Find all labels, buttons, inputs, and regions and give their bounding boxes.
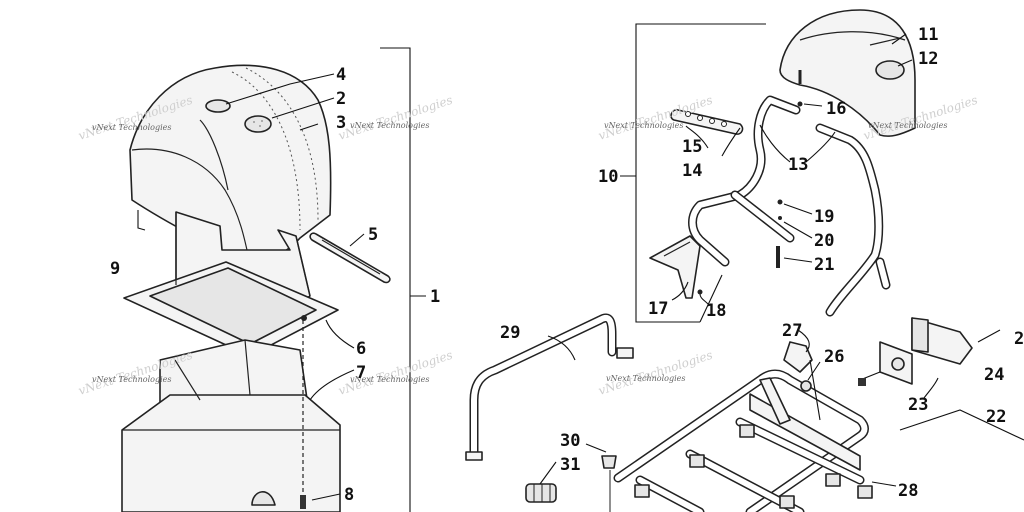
side-bracket	[649, 235, 701, 299]
tail-light	[858, 317, 973, 386]
callout-20: 20	[814, 231, 834, 251]
svg-text:vNext Technologies: vNext Technologies	[92, 123, 171, 132]
callout-31: 31	[560, 455, 580, 475]
callout-4: 4	[336, 65, 346, 85]
callout-23: 23	[908, 395, 928, 415]
callout-15: 15	[682, 137, 702, 157]
callout-19: 19	[814, 207, 834, 227]
backrest-pad	[779, 9, 916, 137]
seat-base	[123, 211, 339, 357]
callout-16: 16	[826, 99, 846, 119]
callout-5: 5	[368, 225, 378, 245]
callout-1: 1	[430, 287, 440, 307]
callout-10: 10	[598, 167, 618, 187]
leader-lines	[225, 33, 939, 501]
callout-12: 12	[918, 49, 938, 69]
callout-17: 17	[648, 299, 668, 319]
bolt-8	[300, 320, 306, 509]
callout-27: 27	[782, 321, 802, 341]
svg-text:vNext Technologies: vNext Technologies	[604, 121, 683, 130]
storage-box	[121, 339, 341, 512]
callout-18: 18	[706, 301, 726, 321]
callout-25: 2	[1014, 329, 1024, 349]
callout-13: 13	[788, 155, 808, 175]
callout-22: 22	[986, 407, 1006, 427]
callout-28: 28	[898, 481, 918, 501]
svg-text:vNext Technologies: vNext Technologies	[92, 375, 171, 384]
rear-hoop	[465, 313, 634, 461]
callout-numbers: 1 2 3 4 5 6 7 8 9 10 11 12 13 14 15 16 1…	[110, 25, 1024, 505]
callout-6: 6	[356, 339, 366, 359]
callout-29: 29	[500, 323, 520, 343]
svg-text:vNext Technologies: vNext Technologies	[350, 121, 429, 130]
svg-text:vNext Technologies: vNext Technologies	[337, 348, 455, 398]
plug-30	[585, 443, 617, 512]
callout-3: 3	[336, 113, 346, 133]
rack-frame	[613, 369, 873, 512]
svg-text:vNext Technologies: vNext Technologies	[868, 121, 947, 130]
bumper-31	[525, 483, 557, 503]
callout-9: 9	[110, 259, 120, 279]
svg-text:vNext Technologies: vNext Technologies	[337, 93, 455, 143]
mount-plate	[670, 108, 744, 135]
svg-text:vNext Technologies: vNext Technologies	[350, 375, 429, 384]
seat-cover-assembly	[129, 64, 332, 265]
callout-2: 2	[336, 89, 346, 109]
rack-bracket	[783, 341, 821, 421]
backrest-frame	[688, 95, 891, 317]
callout-30: 30	[560, 431, 580, 451]
svg-text:vNext Technologies: vNext Technologies	[606, 374, 685, 383]
callout-11: 11	[918, 25, 938, 45]
callout-7: 7	[356, 363, 366, 383]
hardware	[697, 101, 803, 295]
callout-21: 21	[814, 255, 834, 275]
callout-8: 8	[344, 485, 354, 505]
callout-24: 24	[984, 365, 1004, 385]
callout-26: 26	[824, 347, 844, 367]
callout-14: 14	[682, 161, 702, 181]
strap	[309, 232, 391, 284]
